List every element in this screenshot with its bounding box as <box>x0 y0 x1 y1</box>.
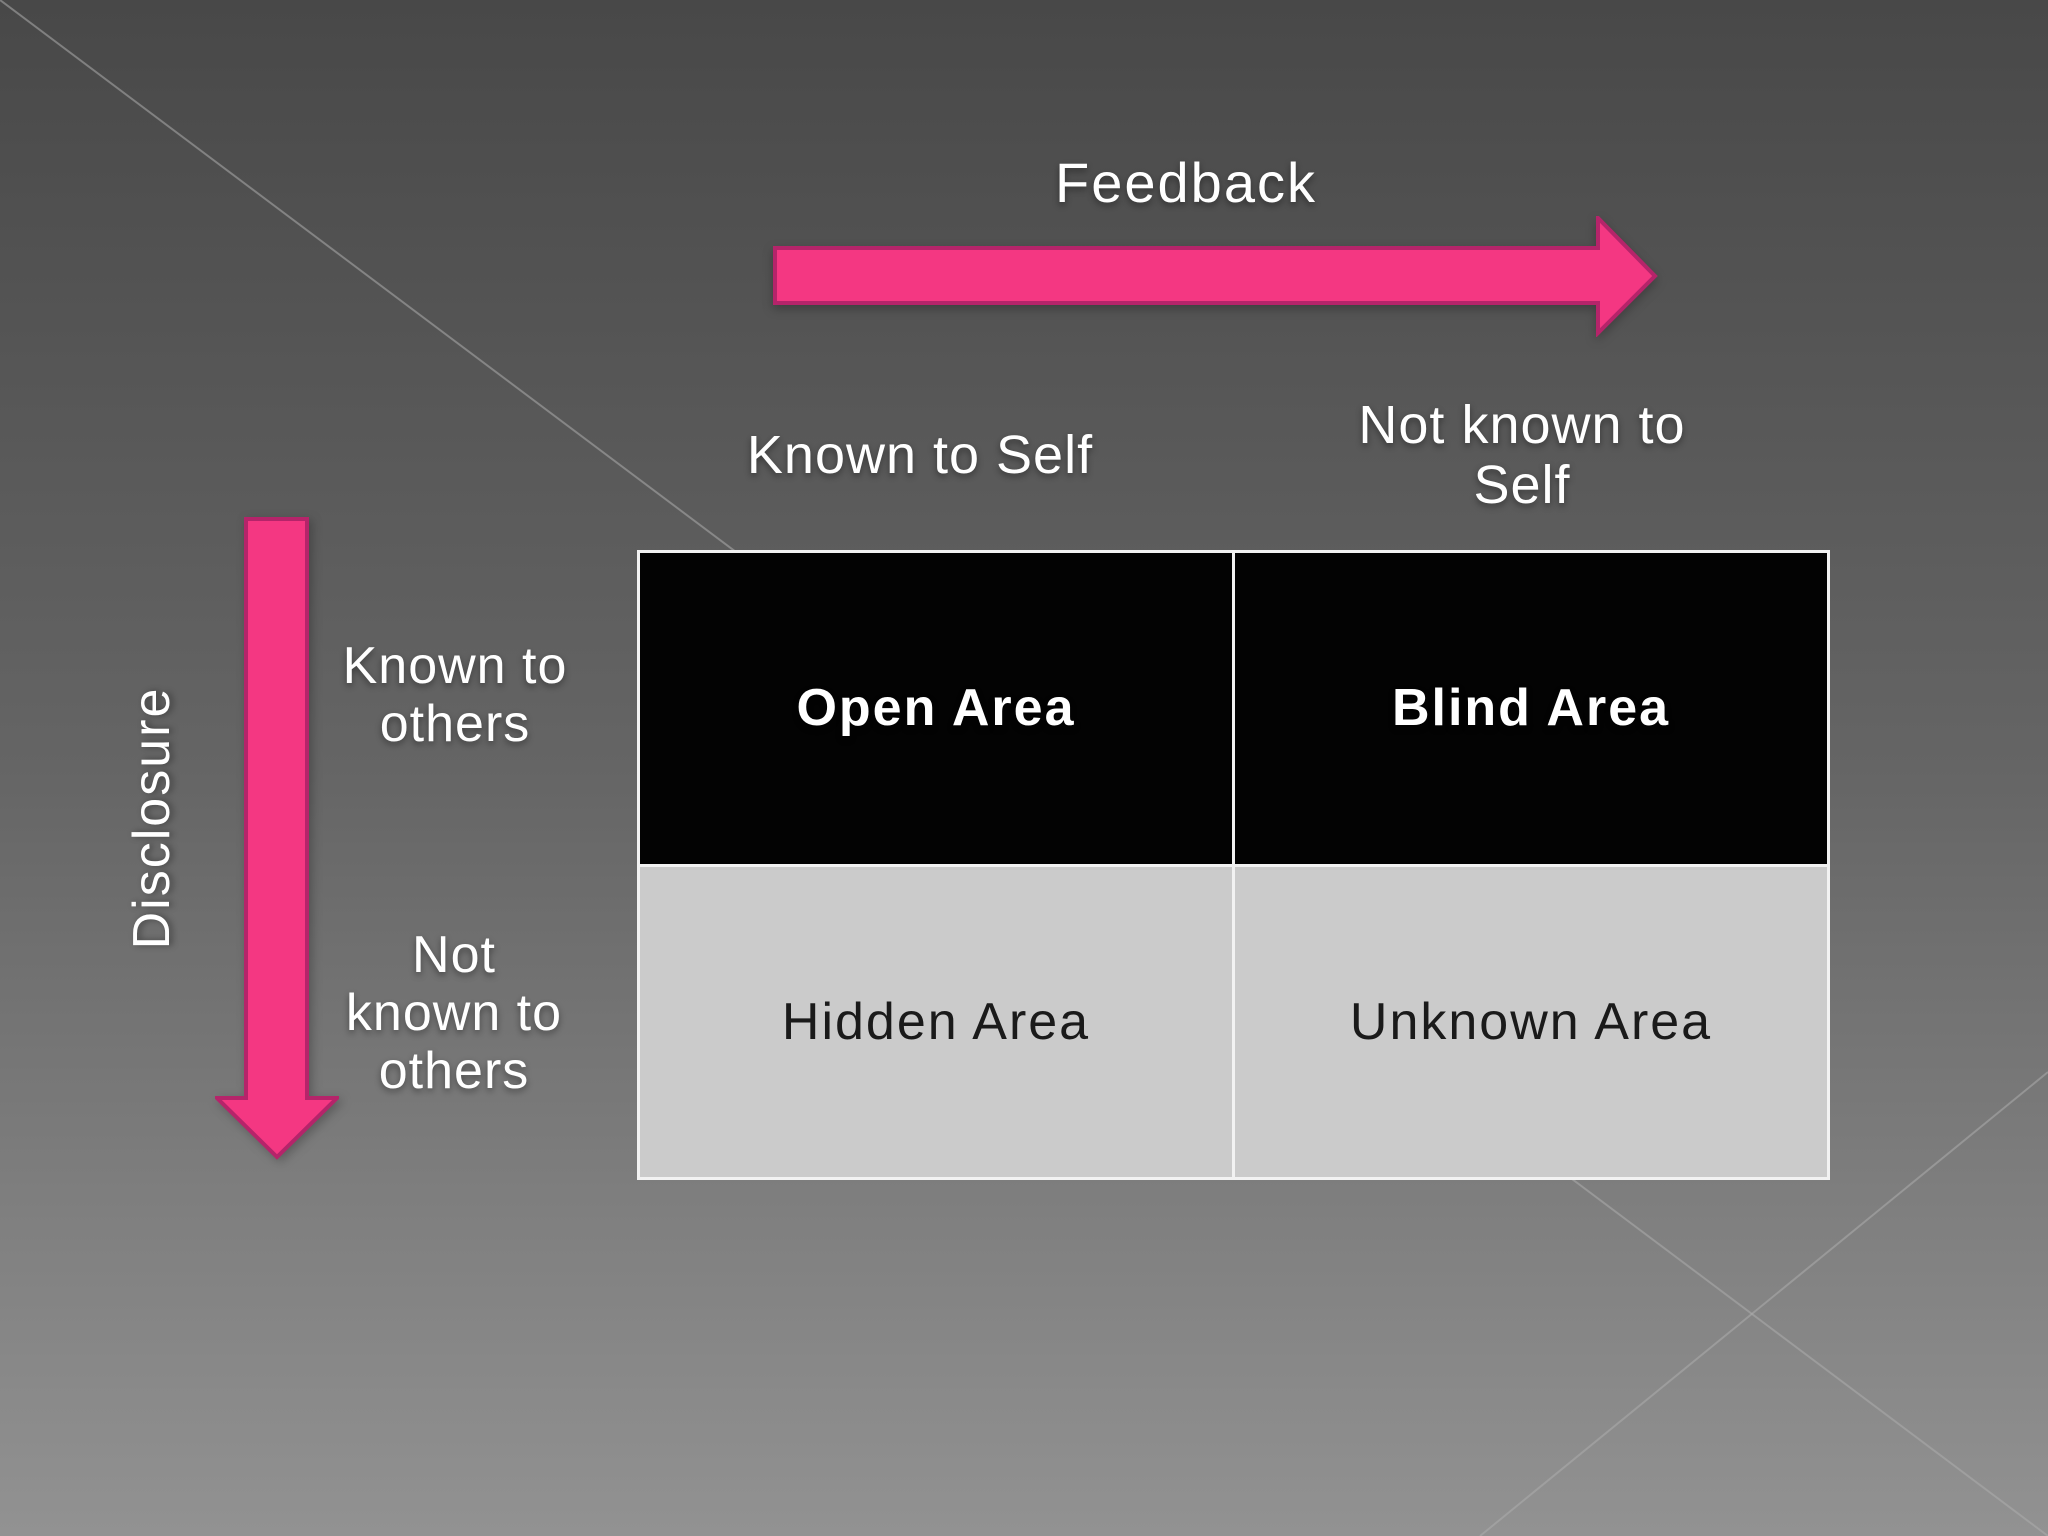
feedback-axis-label: Feedback <box>1055 151 1317 214</box>
disclosure-axis-label: Disclosure <box>123 686 181 950</box>
cell-blind-area: Blind Area <box>1235 553 1827 864</box>
cell-hidden-area: Hidden Area <box>640 866 1232 1177</box>
column-header-known-to-self: Known to Self <box>746 425 1094 485</box>
feedback-arrow-icon <box>773 216 1658 337</box>
disclosure-arrow-icon <box>215 517 339 1160</box>
cell-open-area: Open Area <box>640 553 1232 864</box>
column-header-not-known-to-self: Not known to Self <box>1358 395 1686 515</box>
row-header-not-known-to-others: Not known to others <box>345 926 563 1100</box>
row-header-known-to-others: Known to others <box>342 637 568 753</box>
johari-matrix: Open Area Blind Area Hidden Area Unknown… <box>637 550 1830 1180</box>
cell-unknown-area: Unknown Area <box>1235 866 1827 1177</box>
